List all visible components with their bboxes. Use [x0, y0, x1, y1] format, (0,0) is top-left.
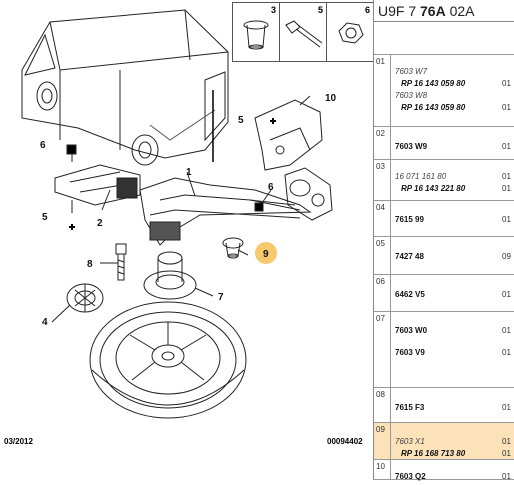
quantity: 01 [502, 184, 511, 193]
quantity: 01 [502, 103, 511, 112]
bolt-icon [285, 20, 323, 48]
row-number: 08 [374, 388, 391, 422]
rivet-nut-icon [243, 20, 269, 50]
exploded-view-drawing: 1 2 4 5 6 7 8 9 10 6 5 [21, 9, 337, 419]
callout-2[interactable]: 2 [97, 218, 103, 229]
row-number: 01 [374, 55, 391, 126]
quantity: 01 [502, 290, 511, 299]
replacement-part-ref[interactable]: RP 16 143 059 80 [401, 103, 466, 112]
thumbnail-6[interactable]: 6 [327, 3, 373, 61]
hardware-thumbnails: 3 5 6 [232, 2, 374, 62]
table-row[interactable]: 09 7603 X1 01 RP 16 168 713 80 01 [374, 423, 514, 460]
table-row[interactable]: 01 7603 W7 RP 16 143 059 80 01 7603 W8 RP 16 … [374, 55, 514, 127]
quantity: 01 [502, 142, 511, 151]
row-number: 07 [374, 312, 391, 387]
quantity: 01 [502, 215, 511, 224]
winch-mechanism [249, 167, 333, 221]
replacement-part-ref[interactable]: RP 16 143 221 80 [401, 184, 466, 193]
thumbnail-3[interactable]: 3 [233, 3, 280, 61]
row-number: 04 [374, 201, 391, 236]
part-ref[interactable]: 7603 X1 [395, 437, 425, 446]
spare-wheel-cradle-part-1 [139, 177, 312, 246]
callout-highlight [255, 242, 277, 264]
row-number: 06 [374, 275, 391, 311]
rivet-nut-part-9 [222, 237, 244, 259]
quantity: 09 [502, 252, 511, 261]
quantity: 01 [502, 348, 511, 357]
quantity: 01 [502, 472, 511, 481]
footer-date: 03/2012 [4, 437, 33, 446]
quantity: 01 [502, 403, 511, 412]
nut-icon [338, 22, 364, 44]
callout-6[interactable]: 6 [40, 140, 46, 151]
part-ref[interactable]: 7603 W7 [395, 67, 428, 76]
thumbnail-5[interactable]: 5 [280, 3, 327, 61]
asterisk-mark-icon [69, 224, 75, 230]
bracket-part-2 [54, 144, 141, 206]
part-ref[interactable]: 16 071 161 80 [395, 172, 447, 181]
table-row[interactable]: 04 7615 99 01 [374, 201, 514, 237]
callout-4[interactable]: 4 [42, 317, 48, 328]
quantity: 01 [502, 449, 511, 458]
table-header-code: U9F 7 76A 02A [374, 0, 514, 22]
hub-part-7 [143, 251, 197, 300]
callout-5-bracket[interactable]: 5 [238, 115, 244, 126]
footer-reference: 00094402 [327, 437, 363, 446]
part-ref[interactable]: 7615 F3 [395, 403, 425, 412]
part-ref[interactable]: 7615 99 [395, 215, 424, 224]
quantity: 01 [502, 79, 511, 88]
parts-diagram: 1 2 4 5 6 7 8 9 10 6 5 3 5 6 03/2012 000… [4, 2, 374, 446]
replacement-part-ref[interactable]: RP 16 143 059 80 [401, 79, 466, 88]
part-ref[interactable]: 7603 W0 [395, 326, 428, 335]
callout-9[interactable]: 9 [263, 249, 269, 260]
row-number: 03 [374, 160, 391, 200]
bracket-part-10 [254, 99, 323, 171]
part-ref[interactable]: 7603 Q2 [395, 472, 426, 481]
part-ref[interactable]: 6462 V5 [395, 290, 425, 299]
cap-part-4 [66, 283, 104, 313]
van-illustration [21, 9, 229, 166]
table-row[interactable]: 10 7603 Q2 01 [374, 460, 514, 481]
table-row[interactable]: 03 16 071 161 80 01 RP 16 143 221 80 01 [374, 160, 514, 201]
part-ref[interactable]: 7427 48 [395, 252, 424, 261]
callout-6-winch[interactable]: 6 [268, 182, 274, 193]
quantity: 01 [502, 172, 511, 181]
table-blank-row [374, 22, 514, 55]
callout-10[interactable]: 10 [325, 93, 337, 104]
spare-wheel [89, 301, 247, 419]
callout-8[interactable]: 8 [87, 259, 93, 270]
bolt-part-8 [115, 243, 127, 281]
row-number: 02 [374, 127, 391, 159]
table-row[interactable]: 08 7615 F3 01 [374, 388, 514, 423]
part-ref[interactable]: 7603 V9 [395, 348, 425, 357]
part-ref[interactable]: 7603 W9 [395, 142, 428, 151]
callout-5[interactable]: 5 [42, 212, 48, 223]
table-row[interactable]: 07 7603 W0 01 7603 V9 01 [374, 312, 514, 388]
callout-7[interactable]: 7 [218, 292, 224, 303]
replacement-part-ref[interactable]: RP 16 168 713 80 [401, 449, 466, 458]
table-row[interactable]: 02 7603 W9 01 [374, 127, 514, 160]
quantity: 01 [502, 326, 511, 335]
callout-1[interactable]: 1 [186, 167, 192, 178]
table-row[interactable]: 06 6462 V5 01 [374, 275, 514, 312]
part-ref[interactable]: 7603 W8 [395, 91, 428, 100]
row-number: 10 [374, 460, 391, 479]
row-number: 05 [374, 237, 391, 274]
row-number: 09 [374, 423, 391, 459]
quantity: 01 [502, 437, 511, 446]
table-row[interactable]: 05 7427 48 09 [374, 237, 514, 275]
asterisk-mark-icon [270, 118, 276, 124]
